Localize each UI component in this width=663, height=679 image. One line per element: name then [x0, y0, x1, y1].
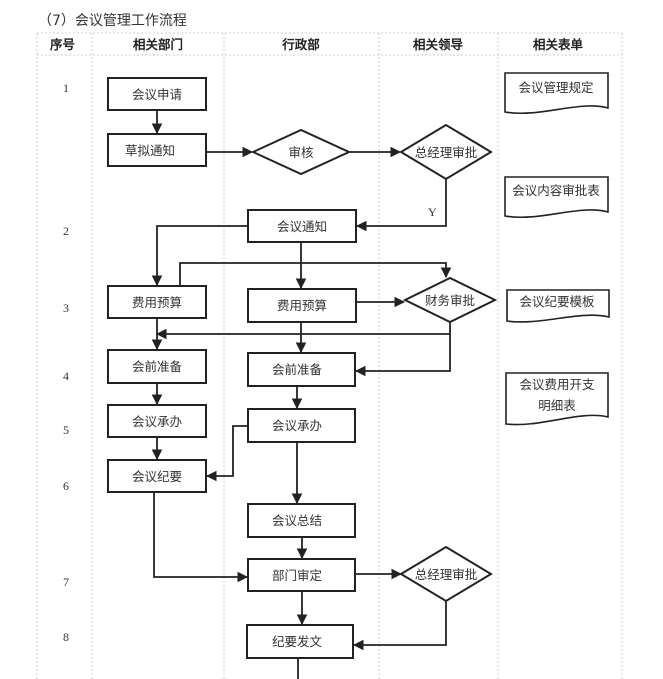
svg-text:总经理审批: 总经理审批 — [415, 567, 478, 582]
doc-content-approval-form: 会议内容审批表 — [504, 176, 609, 218]
swimlane-grid — [36, 32, 623, 679]
node-host-dept: 会议承办 — [107, 404, 207, 438]
header-seq: 序号 — [50, 37, 75, 52]
node-host-admin: 会议承办 — [247, 408, 356, 443]
svg-text:会议承办: 会议承办 — [132, 414, 182, 429]
node-minutes: 会议纪要 — [107, 459, 207, 493]
node-minutes-issue: 纪要发文 — [246, 624, 354, 659]
node-budget-dept: 费用预算 — [107, 285, 207, 319]
svg-text:费用预算: 费用预算 — [277, 298, 327, 313]
svg-text:审核: 审核 — [288, 145, 314, 160]
svg-text:财务审批: 财务审批 — [425, 293, 475, 308]
step-number: 1 — [63, 81, 69, 95]
svg-text:会议通知: 会议通知 — [277, 219, 327, 234]
node-gm-approval-1: 总经理审批 — [399, 123, 493, 181]
svg-text:会前准备: 会前准备 — [272, 362, 323, 377]
node-prep-admin: 会前准备 — [247, 352, 356, 387]
svg-text:会前准备: 会前准备 — [132, 359, 183, 374]
node-finance-approval: 财务审批 — [402, 276, 498, 324]
edge-gm2-to-issue — [352, 601, 447, 651]
svg-text:会议纪要: 会议纪要 — [132, 469, 182, 484]
node-budget-admin: 费用预算 — [247, 288, 357, 323]
svg-text:会议纪要模板: 会议纪要模板 — [519, 294, 595, 309]
edge-finance-to-dept — [155, 322, 451, 340]
edge-budget-dept-to-finance — [179, 262, 452, 286]
svg-text:会议内容审批表: 会议内容审批表 — [512, 183, 600, 198]
flowchart-caption: （7）会议管理工作流程 — [38, 13, 187, 29]
step-number: 6 — [63, 479, 69, 493]
node-meeting-notice: 会议通知 — [247, 209, 357, 243]
header-admin-dept: 行政部 — [281, 37, 320, 52]
step-number: 5 — [63, 423, 69, 437]
header-related-dept: 相关部门 — [133, 37, 183, 52]
header-related-forms: 相关表单 — [533, 37, 584, 52]
edge-host-admin-to-minutes — [205, 425, 247, 482]
node-meeting-application: 会议申请 — [107, 77, 207, 111]
step-number: 4 — [63, 369, 69, 383]
svg-text:会议申请: 会议申请 — [132, 87, 182, 102]
svg-text:会议管理规定: 会议管理规定 — [518, 80, 593, 95]
node-dept-review: 部门审定 — [247, 558, 356, 592]
node-summary: 会议总结 — [247, 503, 356, 538]
svg-text:总经理审批: 总经理审批 — [415, 145, 478, 160]
step-number: 8 — [63, 630, 69, 644]
svg-text:会议费用开支: 会议费用开支 — [519, 377, 595, 392]
connectors — [151, 110, 452, 679]
edge-notice-to-budget-dept — [151, 225, 248, 287]
doc-meeting-rules: 会议管理规定 — [504, 72, 609, 114]
step-number: 2 — [63, 224, 69, 238]
step-number: 7 — [63, 575, 69, 589]
doc-minutes-template: 会议纪要模板 — [506, 289, 610, 323]
svg-text:草拟通知: 草拟通知 — [125, 143, 175, 158]
header-related-leader: 相关领导 — [413, 37, 464, 52]
svg-text:明细表: 明细表 — [538, 398, 576, 413]
svg-text:纪要发文: 纪要发文 — [272, 634, 323, 649]
node-draft-notice: 草拟通知 — [107, 133, 207, 167]
node-review: 审核 — [250, 128, 352, 176]
edge-gm-to-notice — [355, 179, 447, 232]
node-prep-dept: 会前准备 — [107, 349, 207, 384]
edge-minutes-to-dept-review — [153, 492, 249, 583]
svg-text:费用预算: 费用预算 — [132, 295, 182, 310]
edge-finance-to-prep-admin — [354, 334, 451, 377]
svg-text:会议承办: 会议承办 — [272, 418, 322, 433]
edge-label-yes: Y — [428, 205, 437, 219]
doc-expense-detail-form: 会议费用开支 明细表 — [505, 372, 609, 426]
svg-text:部门审定: 部门审定 — [272, 568, 322, 583]
step-number: 3 — [63, 301, 69, 315]
svg-text:会议总结: 会议总结 — [272, 513, 322, 528]
node-gm-approval-2: 总经理审批 — [399, 545, 493, 603]
